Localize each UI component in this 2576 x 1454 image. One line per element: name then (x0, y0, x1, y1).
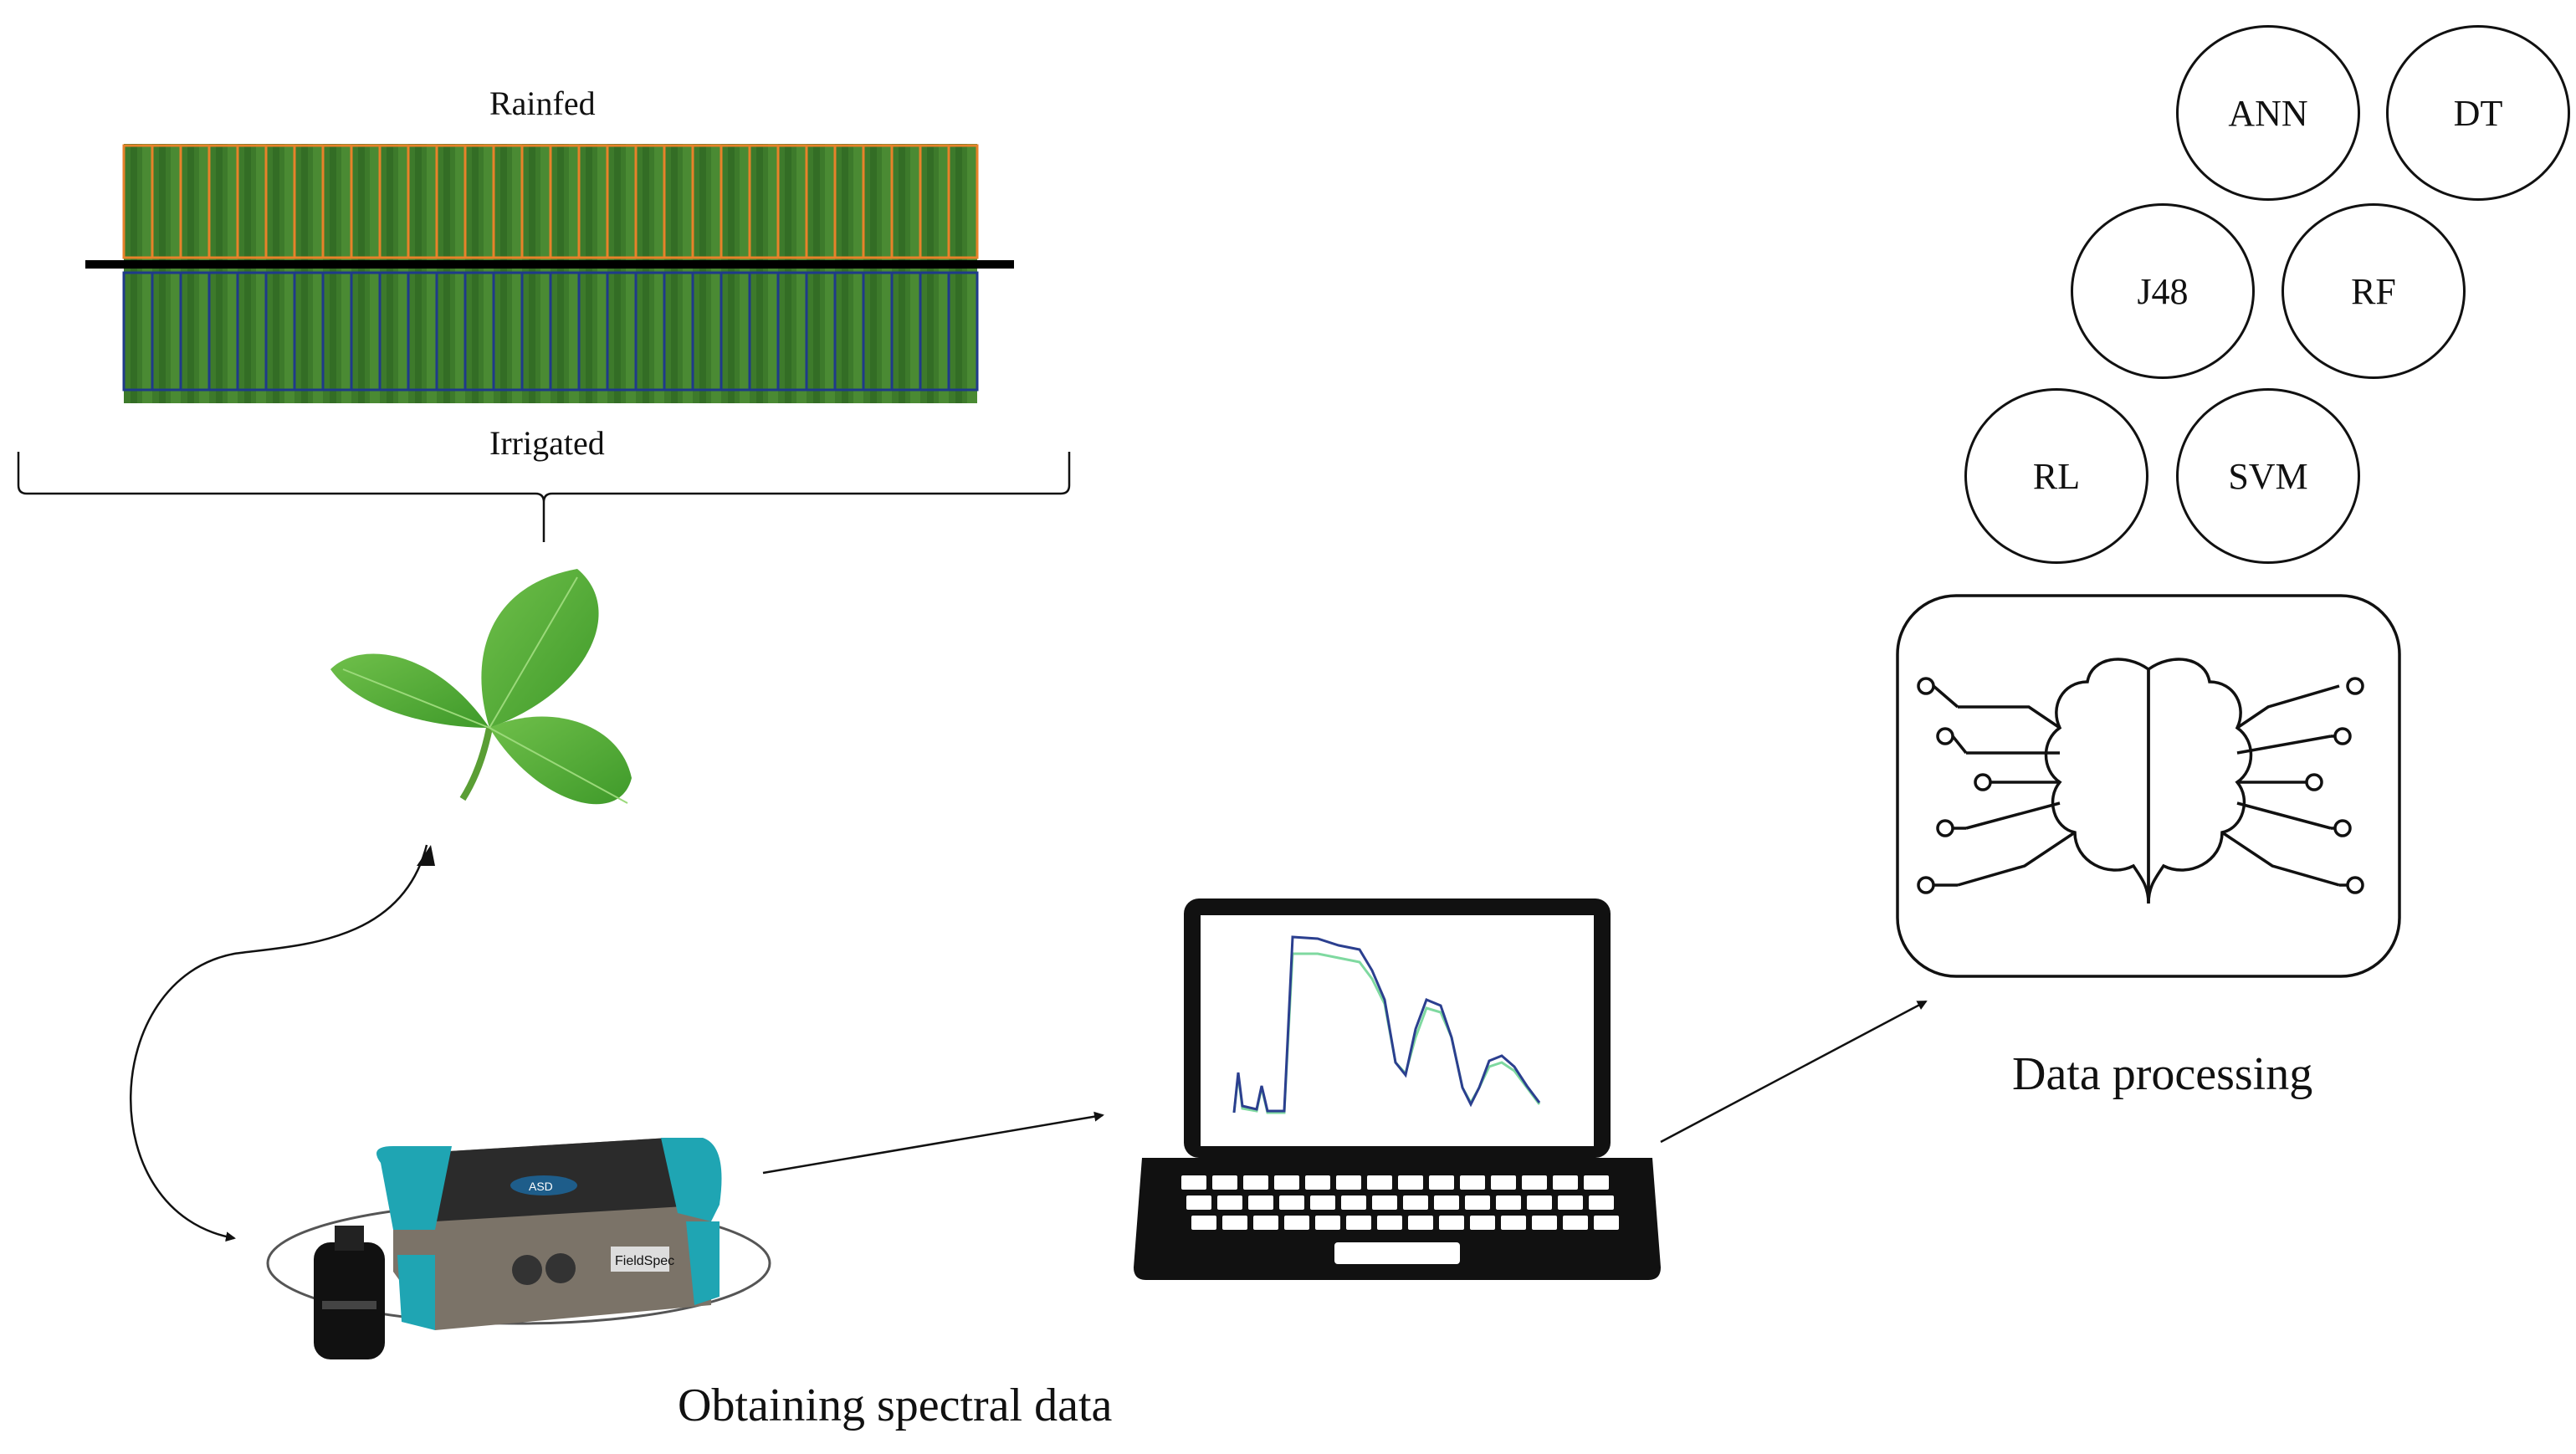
keyboard-key (1398, 1175, 1423, 1190)
keyboard-key (1439, 1216, 1464, 1230)
keyboard-key (1372, 1195, 1397, 1210)
keyboard-key (1491, 1175, 1516, 1190)
field-brace (17, 452, 1071, 542)
keyboard-key (1284, 1216, 1309, 1230)
spectrum-chart (1232, 935, 1541, 1114)
brain-circuit-icon (1896, 594, 2401, 978)
device-laptop-arrow (762, 1111, 1104, 1175)
field-plot-image (85, 144, 1014, 403)
keyboard-key (1181, 1175, 1206, 1190)
irrigated-label: Irrigated (489, 424, 605, 462)
spectroradiometer-icon: FieldSpec ASD (266, 1138, 771, 1359)
keyboard-key (1186, 1195, 1211, 1210)
laptop-processing-arrow (1660, 1000, 1928, 1144)
keyboard-key (1315, 1216, 1340, 1230)
model-rl-circle: RL (1964, 388, 2148, 564)
model-dt-circle: DT (2386, 25, 2570, 201)
keyboard-key (1191, 1216, 1216, 1230)
keyboard-key (1558, 1195, 1583, 1210)
acquisition-step-label: Obtaining spectral data (678, 1380, 1113, 1431)
keyboard-key (1434, 1195, 1459, 1210)
soybean-leaf-icon (330, 569, 632, 805)
model-ann-circle: ANN (2176, 25, 2360, 201)
keyboard-key (1377, 1216, 1402, 1230)
keyboard-key (1305, 1175, 1330, 1190)
rainfed-plot (947, 144, 979, 259)
irrigated-plot (947, 271, 979, 392)
keyboard-key (1470, 1216, 1495, 1230)
keyboard-key (1408, 1216, 1433, 1230)
keyboard-key (1367, 1175, 1392, 1190)
keyboard-key (1465, 1195, 1490, 1210)
keyboard-key (1460, 1175, 1485, 1190)
keyboard-key (1429, 1175, 1454, 1190)
keyboard-key (1553, 1175, 1578, 1190)
laptop-icon (1134, 899, 1661, 1280)
keyboard-key (1253, 1216, 1278, 1230)
keyboard-key (1222, 1216, 1247, 1230)
keyboard-key (1274, 1175, 1299, 1190)
keyboard-key (1522, 1175, 1547, 1190)
device-brand-text: ASD (529, 1180, 553, 1193)
keyboard-key (1594, 1216, 1619, 1230)
keyboard-key (1336, 1175, 1361, 1190)
keyboard-key (1584, 1175, 1609, 1190)
keyboard-key (1346, 1216, 1371, 1230)
keyboard-key (1527, 1195, 1552, 1210)
leaf-device-arrow (130, 844, 428, 1242)
keyboard-key (1248, 1195, 1273, 1210)
field-divider-line (85, 260, 1014, 269)
model-rf-circle: RF (2282, 203, 2466, 379)
keyboard-key (1212, 1175, 1237, 1190)
keyboard-key (1341, 1195, 1366, 1210)
processing-step-label: Data processing (2012, 1048, 2313, 1100)
keyboard-key (1532, 1216, 1557, 1230)
rainfed-plots (122, 144, 979, 259)
keyboard-key (1496, 1195, 1521, 1210)
model-j48-circle: J48 (2071, 203, 2255, 379)
keyboard-key (1243, 1175, 1268, 1190)
irrigated-plots (122, 271, 979, 392)
rainfed-label: Rainfed (489, 84, 596, 122)
keyboard-key (1563, 1216, 1588, 1230)
device-model-text: FieldSpec (615, 1254, 674, 1268)
keyboard-key (1279, 1195, 1304, 1210)
keyboard-key (1310, 1195, 1335, 1210)
model-svm-circle: SVM (2176, 388, 2360, 564)
keyboard-key (1403, 1195, 1428, 1210)
keyboard-key (1501, 1216, 1526, 1230)
keyboard-key (1217, 1195, 1242, 1210)
keyboard-key (1589, 1195, 1614, 1210)
